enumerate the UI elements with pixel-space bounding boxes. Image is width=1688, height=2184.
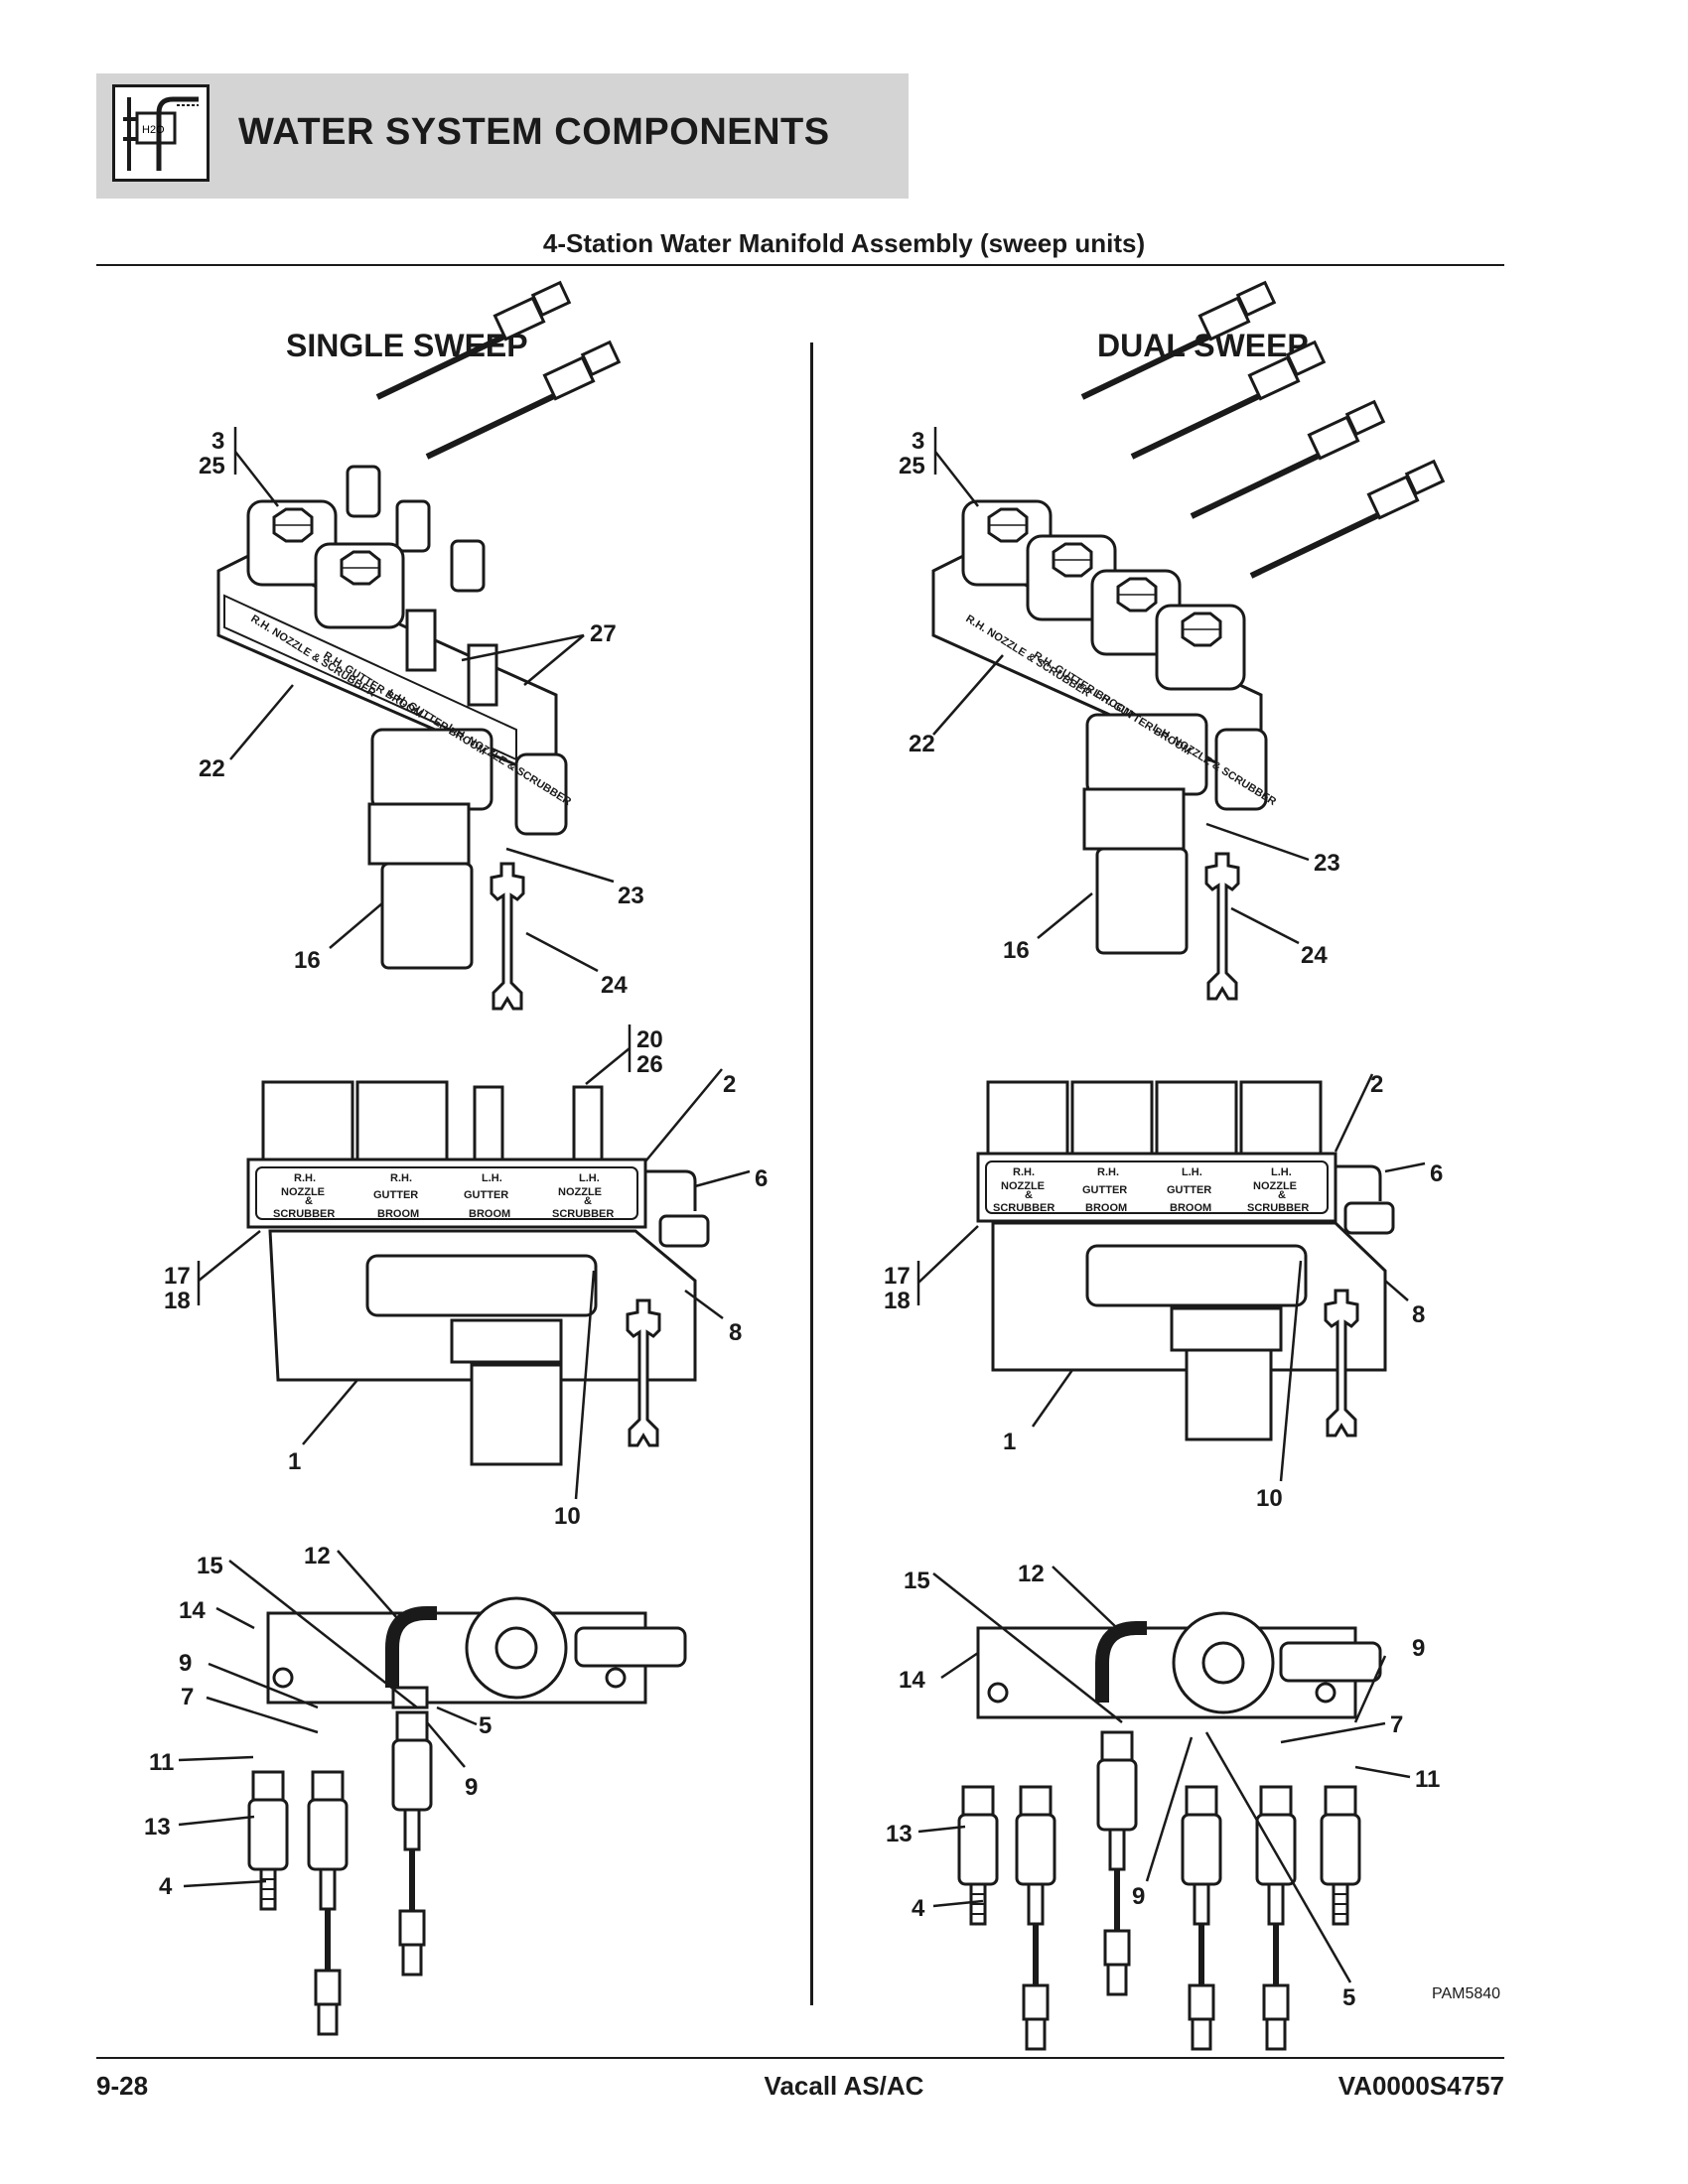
- callout-5-dual: 5: [1342, 1984, 1355, 2011]
- callout-23-dual: 23: [1314, 850, 1340, 877]
- page-number: 9-28: [96, 2071, 149, 2101]
- callout-16: 16: [294, 947, 321, 974]
- svg-text:SCRUBBER: SCRUBBER: [273, 1208, 335, 1220]
- document-id: VA0000S4757: [1337, 2071, 1504, 2101]
- callout-24-dual: 24: [1301, 942, 1328, 969]
- svg-text:R.H.: R.H.: [390, 1172, 412, 1184]
- callout-5: 5: [479, 1712, 492, 1739]
- callout-4-dual: 4: [912, 1895, 925, 1922]
- callout-8: 8: [729, 1319, 742, 1346]
- svg-text:NOZZLE: NOZZLE: [1001, 1180, 1045, 1192]
- header-band: [96, 73, 909, 199]
- callout-14: 14: [179, 1597, 206, 1624]
- callout-23: 23: [618, 883, 644, 909]
- callout-17: 17: [164, 1263, 191, 1290]
- title-rule: [96, 264, 1504, 266]
- callout-16-dual: 16: [1003, 937, 1030, 964]
- callout-7-dual: 7: [1390, 1711, 1403, 1738]
- callout-9b-dual: 9: [1132, 1883, 1145, 1910]
- callout-7: 7: [181, 1684, 194, 1710]
- callout-12-dual: 12: [1018, 1561, 1045, 1587]
- single-front-view: R.H. NOZZLE & SCRUBBER R.H. GUTTER BROOM…: [246, 1080, 710, 1466]
- callout-11: 11: [149, 1749, 174, 1776]
- callout-18-dual: 18: [884, 1288, 911, 1314]
- callout-22: 22: [199, 755, 225, 782]
- svg-text:NOZZLE: NOZZLE: [558, 1186, 602, 1198]
- callout-22-dual: 22: [909, 731, 935, 757]
- callout-4: 4: [159, 1873, 173, 1900]
- callout-14-dual: 14: [899, 1667, 925, 1694]
- product-name: Vacall AS/AC: [764, 2071, 924, 2101]
- callout-1-dual: 1: [1003, 1429, 1016, 1455]
- svg-text:NOZZLE: NOZZLE: [281, 1186, 325, 1198]
- single-bottom-view: [247, 1596, 687, 2034]
- svg-text:BROOM: BROOM: [1085, 1202, 1127, 1214]
- single-iso-view: R.H. NOZZLE & SCRUBBER R.H. GUTTER BROOM…: [216, 283, 619, 1011]
- callout-2-dual: 2: [1370, 1071, 1383, 1098]
- svg-text:GUTTER: GUTTER: [1167, 1184, 1211, 1196]
- page-title: WATER SYSTEM COMPONENTS: [238, 111, 830, 153]
- h2o-label: H2O: [142, 124, 165, 136]
- callout-24: 24: [601, 972, 628, 999]
- footer-rule: [96, 2057, 1504, 2059]
- svg-text:SCRUBBER: SCRUBBER: [552, 1208, 614, 1220]
- callout-8-dual: 8: [1412, 1301, 1425, 1328]
- callout-11-dual: 11: [1415, 1766, 1440, 1793]
- callout-9: 9: [179, 1650, 192, 1677]
- svg-text:SCRUBBER: SCRUBBER: [993, 1202, 1055, 1214]
- callout-27: 27: [590, 620, 617, 647]
- svg-text:&: &: [1278, 1189, 1286, 1201]
- svg-text:NOZZLE: NOZZLE: [1253, 1180, 1297, 1192]
- callout-13-dual: 13: [886, 1821, 913, 1847]
- callout-9b: 9: [465, 1774, 478, 1801]
- svg-text:&: &: [584, 1195, 592, 1207]
- callout-13: 13: [144, 1814, 171, 1841]
- svg-text:&: &: [1025, 1189, 1033, 1201]
- svg-text:L.H.: L.H.: [579, 1172, 600, 1184]
- water-system-icon: H2O: [112, 84, 210, 182]
- callout-18: 18: [164, 1288, 191, 1314]
- callout-25-dual: 25: [899, 453, 925, 479]
- dual-iso-view: R.H. NOZZLE & SCRUBBER R.H. GUTTER BROOM…: [931, 283, 1443, 1001]
- callout-10: 10: [554, 1503, 581, 1530]
- callout-25: 25: [199, 453, 225, 479]
- dual-front-view: R.H. NOZZLE & SCRUBBER R.H. GUTTER BROOM…: [976, 1080, 1395, 1441]
- dual-bottom-view: [957, 1611, 1382, 2049]
- callout-3: 3: [211, 428, 224, 455]
- plate-rh-nozzle-2: R.H.: [1013, 1166, 1035, 1178]
- callout-9-dual: 9: [1412, 1635, 1425, 1662]
- callout-3-dual: 3: [912, 428, 924, 455]
- callout-2: 2: [723, 1071, 736, 1098]
- callout-10-dual: 10: [1256, 1485, 1283, 1512]
- callout-20: 20: [636, 1026, 663, 1053]
- callout-1: 1: [288, 1448, 301, 1475]
- svg-text:BROOM: BROOM: [469, 1208, 510, 1220]
- svg-text:GUTTER: GUTTER: [464, 1189, 508, 1201]
- svg-text:GUTTER: GUTTER: [1082, 1184, 1127, 1196]
- callout-6-dual: 6: [1430, 1160, 1443, 1187]
- figure-subtitle: 4-Station Water Manifold Assembly (sweep…: [542, 228, 1146, 258]
- svg-text:L.H.: L.H.: [482, 1172, 502, 1184]
- parts-diagram: R.H. NOZZLE & SCRUBBER R.H. GUTTER BROOM…: [144, 0, 1688, 2065]
- svg-text:L.H.: L.H.: [1182, 1166, 1202, 1178]
- section-divider: [810, 342, 813, 2005]
- svg-text:BROOM: BROOM: [377, 1208, 419, 1220]
- svg-text:BROOM: BROOM: [1170, 1202, 1211, 1214]
- svg-text:GUTTER: GUTTER: [373, 1189, 418, 1201]
- svg-text:&: &: [305, 1195, 313, 1207]
- plate-rh-nozzle-1: R.H.: [294, 1172, 316, 1184]
- callout-26: 26: [636, 1051, 663, 1078]
- callout-numbers: 3 25 27 22 23 16 24 20 26 2 6 17 18 8 1 …: [144, 428, 1443, 2011]
- callout-15: 15: [197, 1553, 223, 1579]
- svg-text:SCRUBBER: SCRUBBER: [1247, 1202, 1309, 1214]
- callout-15-dual: 15: [904, 1568, 930, 1594]
- drawing-number: PAM5840: [1432, 1985, 1501, 2002]
- callout-17-dual: 17: [884, 1263, 911, 1290]
- svg-text:L.H.: L.H.: [1271, 1166, 1292, 1178]
- callout-6: 6: [755, 1165, 768, 1192]
- svg-text:R.H.: R.H.: [1097, 1166, 1119, 1178]
- dual-sweep-title: DUAL SWEEP: [1097, 328, 1309, 363]
- leader-lines: [178, 427, 1426, 1983]
- callout-12: 12: [304, 1543, 331, 1570]
